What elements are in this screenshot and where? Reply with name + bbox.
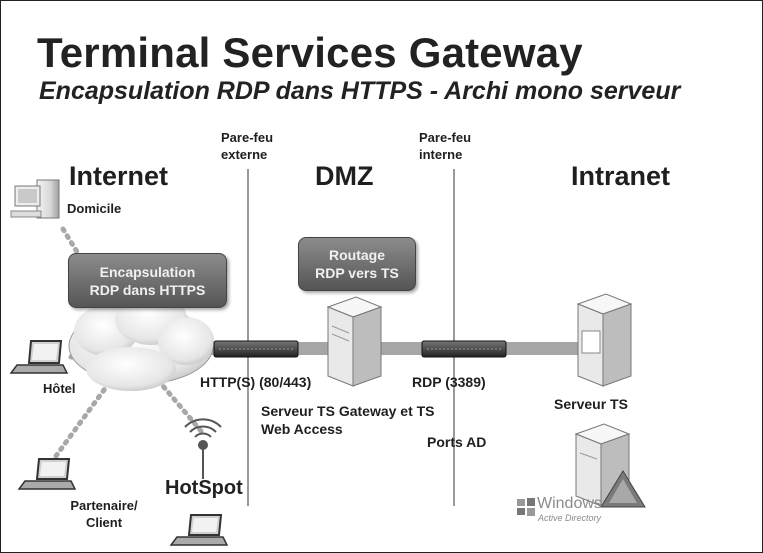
zone-dmz-label: DMZ <box>315 161 374 191</box>
windows-flag-icon <box>517 498 535 516</box>
ts-server-label: Serveur TS <box>554 396 628 412</box>
laptop-icon-hotspot <box>169 514 229 546</box>
page-title: Terminal Services Gateway <box>37 29 583 76</box>
ad-server-icon <box>574 423 631 507</box>
ad-ports-label: Ports AD <box>427 434 487 450</box>
active-directory-logo-text: Active Directory <box>538 513 602 523</box>
network-switch-icon <box>213 340 299 358</box>
external-firewall-label: Pare-feu externe <box>221 130 274 162</box>
zone-intranet-label: Intranet <box>571 161 671 191</box>
network-switch-icon <box>421 340 507 358</box>
wifi-antenna-icon <box>184 418 222 479</box>
https-link-label: HTTP(S) (80/443) <box>200 374 312 390</box>
page-subtitle: Encapsulation RDP dans HTTPS - Archi mon… <box>39 77 681 105</box>
client-home-label: Domicile <box>67 201 122 216</box>
routing-box: Routage RDP vers TS <box>298 237 416 291</box>
internal-firewall-label: Pare-feu interne <box>419 130 472 162</box>
desktop-computer-icon <box>10 179 60 219</box>
client-partner-label: Partenaire/ Client <box>70 498 138 530</box>
hotspot-logo: HotSpot <box>165 477 243 499</box>
rdp-link-label: RDP (3389) <box>412 374 486 390</box>
windows-logo-text: Windows <box>537 495 602 512</box>
client-hotel-label: Hôtel <box>43 381 76 396</box>
laptop-icon-partner <box>17 458 77 490</box>
gateway-server-icon <box>326 296 383 387</box>
ts-server-icon <box>576 293 633 387</box>
gateway-server-label: Serveur TS Gateway et TS Web Access <box>261 403 435 437</box>
active-directory-triangle-icon <box>600 470 646 508</box>
zone-internet-label: Internet <box>69 161 169 191</box>
laptop-icon-hotel <box>9 340 69 374</box>
encapsulation-box: Encapsulation RDP dans HTTPS <box>68 253 227 308</box>
